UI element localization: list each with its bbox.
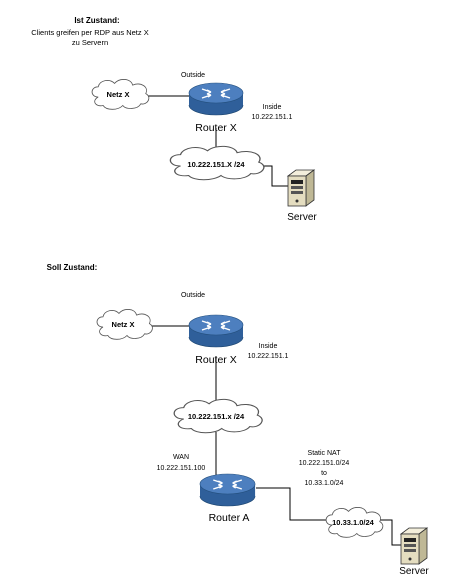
soll-netz-x-label: Netz X (112, 320, 135, 329)
ist-subtitle-line1: Clients greifen per RDP aus Netz X (31, 28, 148, 37)
ist-inside-ip: 10.222.151.1 (252, 114, 293, 121)
ist-router-x-icon (188, 82, 244, 116)
soll-wan-label: WAN (173, 454, 189, 461)
soll-wan-ip: 10.222.151.100 (157, 465, 206, 472)
ist-inside-label: Inside (263, 104, 282, 111)
soll-outside-label: Outside (181, 292, 205, 299)
soll-nat-title: Static NAT (308, 450, 342, 457)
ist-link-lan-server (262, 165, 288, 187)
soll-server-icon (400, 527, 428, 565)
soll-nat-to-word: to (321, 470, 327, 477)
ist-outside-label: Outside (181, 72, 205, 79)
soll-inside-label: Inside (259, 343, 278, 350)
soll-transfer-cloud-label: 10.222.151.x /24 (188, 412, 245, 421)
ist-server-icon (287, 169, 315, 207)
ist-lan-cloud-label: 10.222.151.X /24 (187, 160, 245, 169)
soll-router-x-icon (188, 314, 244, 348)
ist-server-label: Server (287, 212, 317, 223)
soll-router-x-label: Router X (195, 354, 236, 366)
soll-server-label: Server (399, 566, 429, 577)
soll-inside-ip: 10.222.151.1 (248, 353, 289, 360)
soll-link-servercloud-server (380, 519, 401, 546)
ist-router-x-label: Router X (195, 122, 236, 134)
ist-netz-x-label: Netz X (107, 90, 130, 99)
soll-heading: Soll Zustand: (47, 263, 98, 272)
soll-nat-from: 10.222.151.0/24 (299, 460, 350, 467)
soll-router-a-label: Router A (209, 512, 250, 524)
ist-heading: Ist Zustand: (74, 16, 119, 25)
soll-nat-to: 10.33.1.0/24 (305, 480, 344, 487)
soll-server-cloud-label: 10.33.1.0/24 (332, 518, 375, 527)
soll-router-a-icon (199, 473, 256, 507)
soll-link-routera-servercloud (256, 487, 326, 521)
ist-subtitle-line2: zu Servern (72, 38, 108, 47)
